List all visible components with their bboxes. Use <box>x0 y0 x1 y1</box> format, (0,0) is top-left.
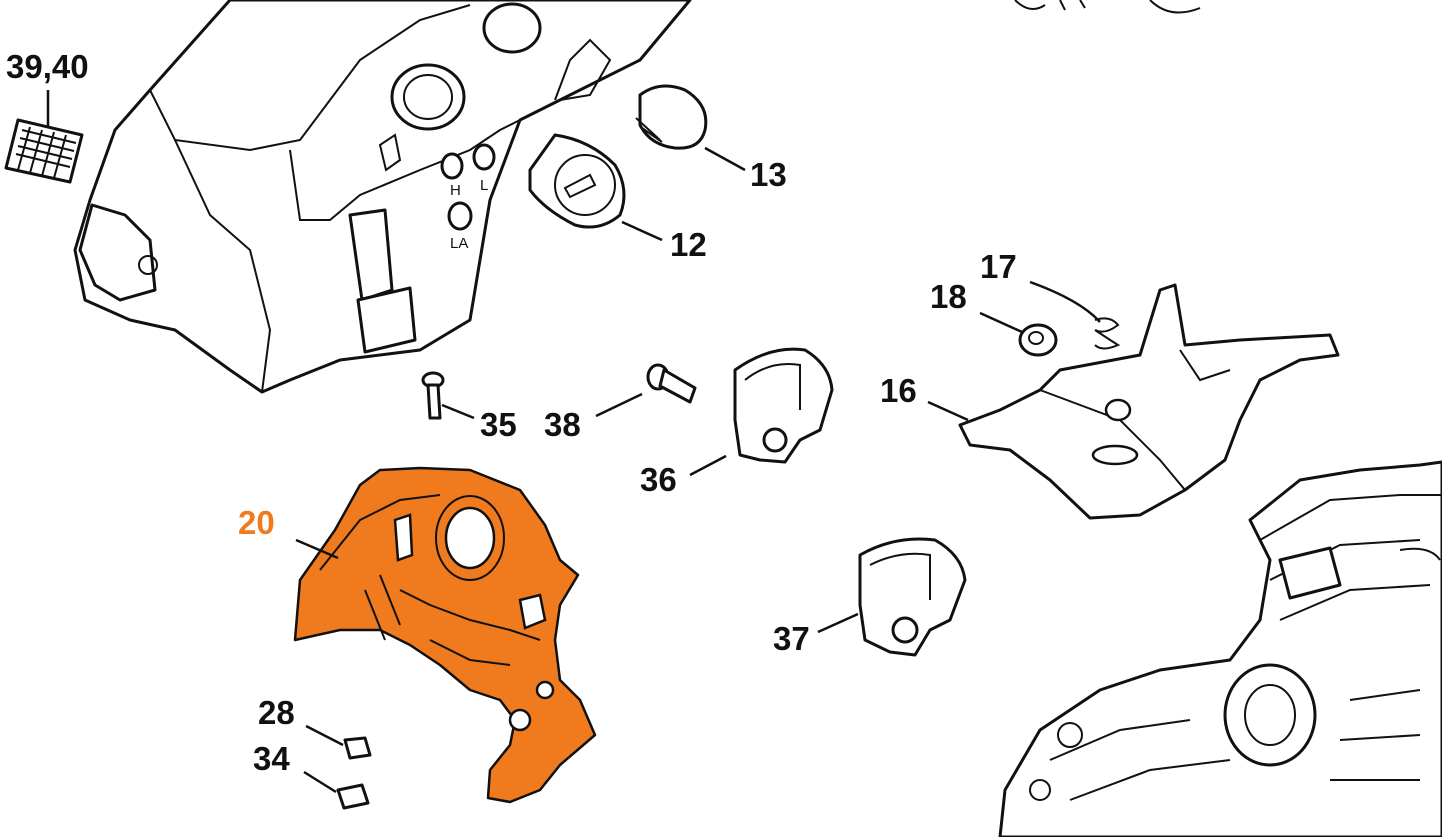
part-13-cap[interactable] <box>635 84 708 150</box>
part-20-highlighted-baffle[interactable] <box>293 466 597 804</box>
part-16-bracket[interactable] <box>958 283 1340 520</box>
part-18-grommet[interactable] <box>1018 323 1058 357</box>
leader-13 <box>704 146 746 172</box>
leader-16 <box>927 400 969 422</box>
callout-16[interactable]: 16 <box>880 372 917 409</box>
callout-37[interactable]: 37 <box>773 620 810 657</box>
part-35-screw[interactable] <box>421 371 445 420</box>
part-17-spring-clip[interactable] <box>1094 317 1121 350</box>
part-36-av-mount[interactable] <box>733 347 834 464</box>
leader-37 <box>817 612 859 634</box>
callout-38[interactable]: 38 <box>544 406 581 443</box>
callout-34[interactable]: 34 <box>253 740 290 777</box>
leader-18 <box>979 311 1023 334</box>
label-l: L <box>480 177 488 194</box>
callout-13[interactable]: 13 <box>750 156 787 193</box>
callout-18[interactable]: 18 <box>930 278 967 315</box>
callout-35[interactable]: 35 <box>480 406 517 443</box>
leader-34 <box>303 770 337 794</box>
part-12-choke-knob[interactable] <box>528 133 626 229</box>
leader-35 <box>441 403 475 420</box>
callout-39-40[interactable]: 39,40 <box>6 48 89 85</box>
leader-17 <box>1029 280 1101 323</box>
leader-20 <box>295 538 339 560</box>
leader-38 <box>595 392 643 418</box>
part-top-edge-partial <box>1014 0 1201 14</box>
callout-36[interactable]: 36 <box>640 461 677 498</box>
callout-12[interactable]: 12 <box>670 226 707 263</box>
part-34-clip[interactable] <box>336 783 370 810</box>
leader-12 <box>621 220 663 242</box>
callout-28[interactable]: 28 <box>258 694 295 731</box>
label-la: LA <box>450 235 468 252</box>
part-28-clip[interactable] <box>343 736 372 760</box>
part-39-40-filter-pad[interactable] <box>4 118 84 184</box>
leader-36 <box>689 454 727 477</box>
top-cover-shroud[interactable] <box>73 0 692 394</box>
part-37-av-mount[interactable] <box>858 537 967 657</box>
callout-17[interactable]: 17 <box>980 248 1017 285</box>
callout-20[interactable]: 20 <box>238 504 275 541</box>
part-38-bolt[interactable] <box>646 363 697 404</box>
label-h: H <box>450 182 461 199</box>
engine-block-partial <box>998 460 1442 837</box>
leader-28 <box>305 724 344 747</box>
